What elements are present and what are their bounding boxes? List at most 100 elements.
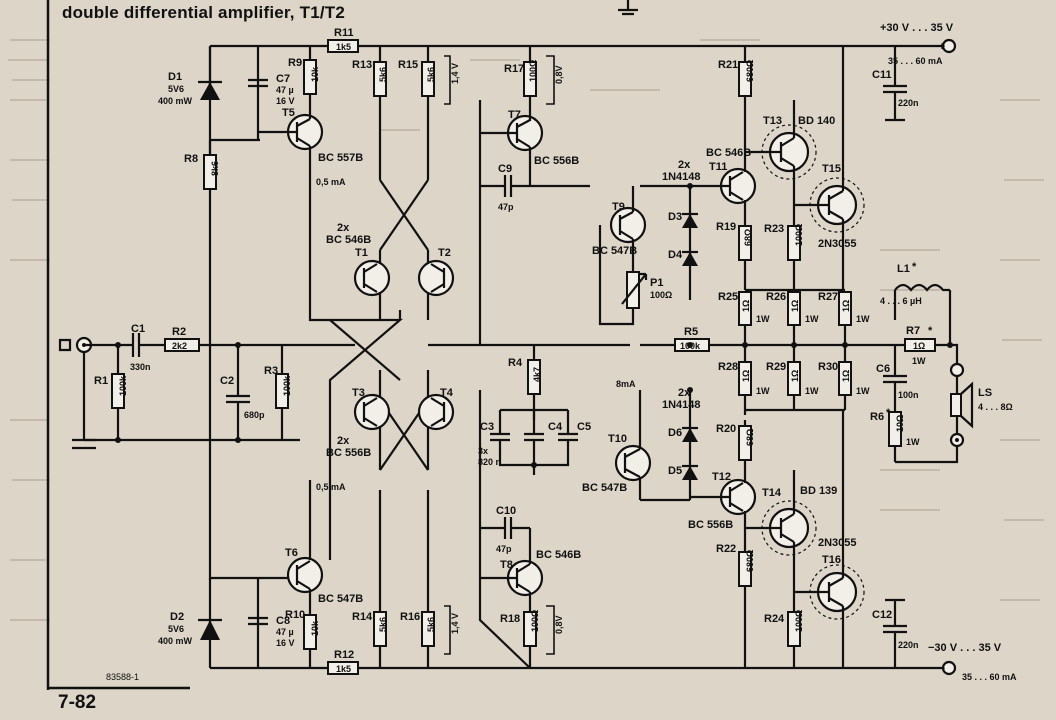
svg-text:D2: D2 (170, 611, 184, 623)
svg-text:R14: R14 (352, 611, 373, 623)
page-number: 7-82 (58, 692, 97, 713)
svg-text:R18: R18 (500, 613, 520, 625)
svg-text:R6: R6 (870, 411, 884, 423)
svg-text:680Ω: 680Ω (745, 550, 755, 572)
transistor-t12: T12 BC 556B (688, 471, 757, 540)
transistor-t7: T7 BC 556B (480, 108, 579, 186)
svg-text:C12: C12 (872, 609, 892, 621)
svg-text:L1: L1 (897, 263, 910, 275)
svg-text:T6: T6 (285, 547, 298, 559)
resistor-r24: R24 100Ω (764, 610, 804, 668)
svg-text:220n: 220n (898, 98, 919, 108)
resistor-r16: R16 5k6 1,4 V (400, 490, 460, 668)
capacitor-c7: C7 47 µ 16 V (248, 73, 295, 106)
svg-text:1Ω: 1Ω (790, 300, 800, 312)
svg-text:C9: C9 (498, 163, 512, 175)
potentiometer-p1: P1 100Ω (598, 225, 672, 326)
svg-text:R23: R23 (764, 223, 784, 235)
svg-text:BC 556B: BC 556B (534, 155, 579, 167)
svg-text:BD 139: BD 139 (800, 485, 837, 497)
svg-text:2x: 2x (337, 435, 350, 447)
svg-text:2x: 2x (337, 222, 350, 234)
svg-text:0,5 mA: 0,5 mA (316, 177, 346, 187)
svg-text:R3: R3 (264, 365, 278, 377)
svg-text:100k: 100k (282, 375, 292, 396)
svg-text:0,8V: 0,8V (554, 615, 564, 634)
resistor-r20: R20 68Ω (716, 420, 755, 476)
transistor-t16: T16 2N3055 (794, 410, 865, 668)
resistor-r18: R18 100Ω 0,8V (500, 605, 564, 668)
resistor-r26: R26 1Ω 1W (766, 291, 819, 326)
resistor-r14: R14 5k6 (352, 490, 388, 668)
diodes-d5-d6-type: 1N4148 (662, 399, 701, 411)
svg-text:35 . . . 60 mA: 35 . . . 60 mA (962, 672, 1017, 682)
svg-text:C5: C5 (577, 421, 591, 433)
svg-text:D1: D1 (168, 71, 182, 83)
svg-text:+30 V . . . 35 V: +30 V . . . 35 V (880, 22, 954, 34)
svg-text:1k5: 1k5 (336, 664, 351, 674)
svg-text:47p: 47p (498, 202, 514, 212)
svg-text:BC 557B: BC 557B (318, 152, 363, 164)
svg-text:R15: R15 (398, 59, 418, 71)
svg-text:R22: R22 (716, 543, 736, 555)
svg-text:8k6: 8k6 (210, 161, 220, 176)
svg-text:BC 546B: BC 546B (706, 147, 751, 159)
resistor-r13: R13 5k6 (352, 46, 388, 180)
svg-text:1Ω: 1Ω (841, 300, 851, 312)
svg-text:BC 556B: BC 556B (688, 519, 733, 531)
svg-text:T11: T11 (709, 161, 727, 173)
svg-text:R20: R20 (716, 423, 736, 435)
svg-text:680p: 680p (244, 410, 265, 420)
svg-text:C4: C4 (548, 421, 563, 433)
svg-text:220n: 220n (898, 640, 919, 650)
svg-text:C11: C11 (872, 69, 892, 81)
svg-text:5k6: 5k6 (378, 67, 388, 82)
svg-text:C8: C8 (276, 615, 290, 627)
svg-text:R13: R13 (352, 59, 372, 71)
svg-text:R5: R5 (684, 326, 698, 338)
transistor-t10: T10 BC 547B 8mA (582, 379, 652, 500)
resistor-r30: R30 1Ω 1W (818, 361, 870, 396)
resistor-r23: R23 100Ω (764, 214, 804, 290)
svg-text:C3: C3 (480, 421, 494, 433)
figure-id: 83588-1 (106, 672, 140, 682)
svg-text:C7: C7 (276, 73, 290, 85)
svg-text:5k6: 5k6 (426, 617, 436, 632)
svg-text:1W: 1W (756, 314, 770, 324)
svg-text:T8: T8 (500, 559, 513, 571)
svg-text:1Ω: 1Ω (741, 300, 751, 312)
diodes-d3-d4-type: 1N4148 (662, 171, 701, 183)
svg-text:+: + (939, 41, 945, 53)
svg-text:16 V: 16 V (276, 96, 295, 106)
svg-text:*: * (912, 261, 917, 273)
svg-text:1k5: 1k5 (336, 42, 351, 52)
svg-text:D6: D6 (668, 427, 682, 439)
resistor-r27: R27 1Ω 1W (818, 291, 870, 326)
svg-text:D4: D4 (668, 249, 683, 261)
svg-text:*: * (886, 407, 891, 419)
svg-text:100Ω: 100Ω (794, 224, 804, 246)
svg-text:R8: R8 (184, 153, 198, 165)
svg-text:BC 546B: BC 546B (326, 234, 371, 246)
page-title: double differential amplifier, T1/T2 (62, 3, 346, 22)
svg-text:T3: T3 (352, 387, 365, 399)
negative-supply-terminal: − −30 V . . . 35 V 35 . . . 60 mA (928, 642, 1017, 682)
svg-text:1Ω: 1Ω (741, 370, 751, 382)
svg-text:1W: 1W (912, 356, 926, 366)
svg-text:5k6: 5k6 (426, 67, 436, 82)
svg-text:1W: 1W (856, 314, 870, 324)
svg-text:R19: R19 (716, 221, 736, 233)
svg-text:R2: R2 (172, 326, 186, 338)
resistor-r4: R4 4k7 (508, 345, 542, 420)
resistor-r10: R10 10k (285, 609, 320, 668)
resistor-r19: R19 68Ω (716, 214, 753, 290)
svg-text:1Ω: 1Ω (790, 370, 800, 382)
svg-text:4 . . . 8Ω: 4 . . . 8Ω (978, 402, 1013, 412)
svg-text:10k: 10k (310, 66, 320, 82)
capacitor-c2: C2 680p (220, 345, 265, 440)
svg-text:−: − (939, 663, 945, 675)
zener-diode-d1: D1 5V6 400 mW (158, 46, 260, 160)
capacitor-c12: C12 220n (872, 598, 919, 668)
resistor-r15: R15 5k6 1,4 V (398, 46, 460, 180)
